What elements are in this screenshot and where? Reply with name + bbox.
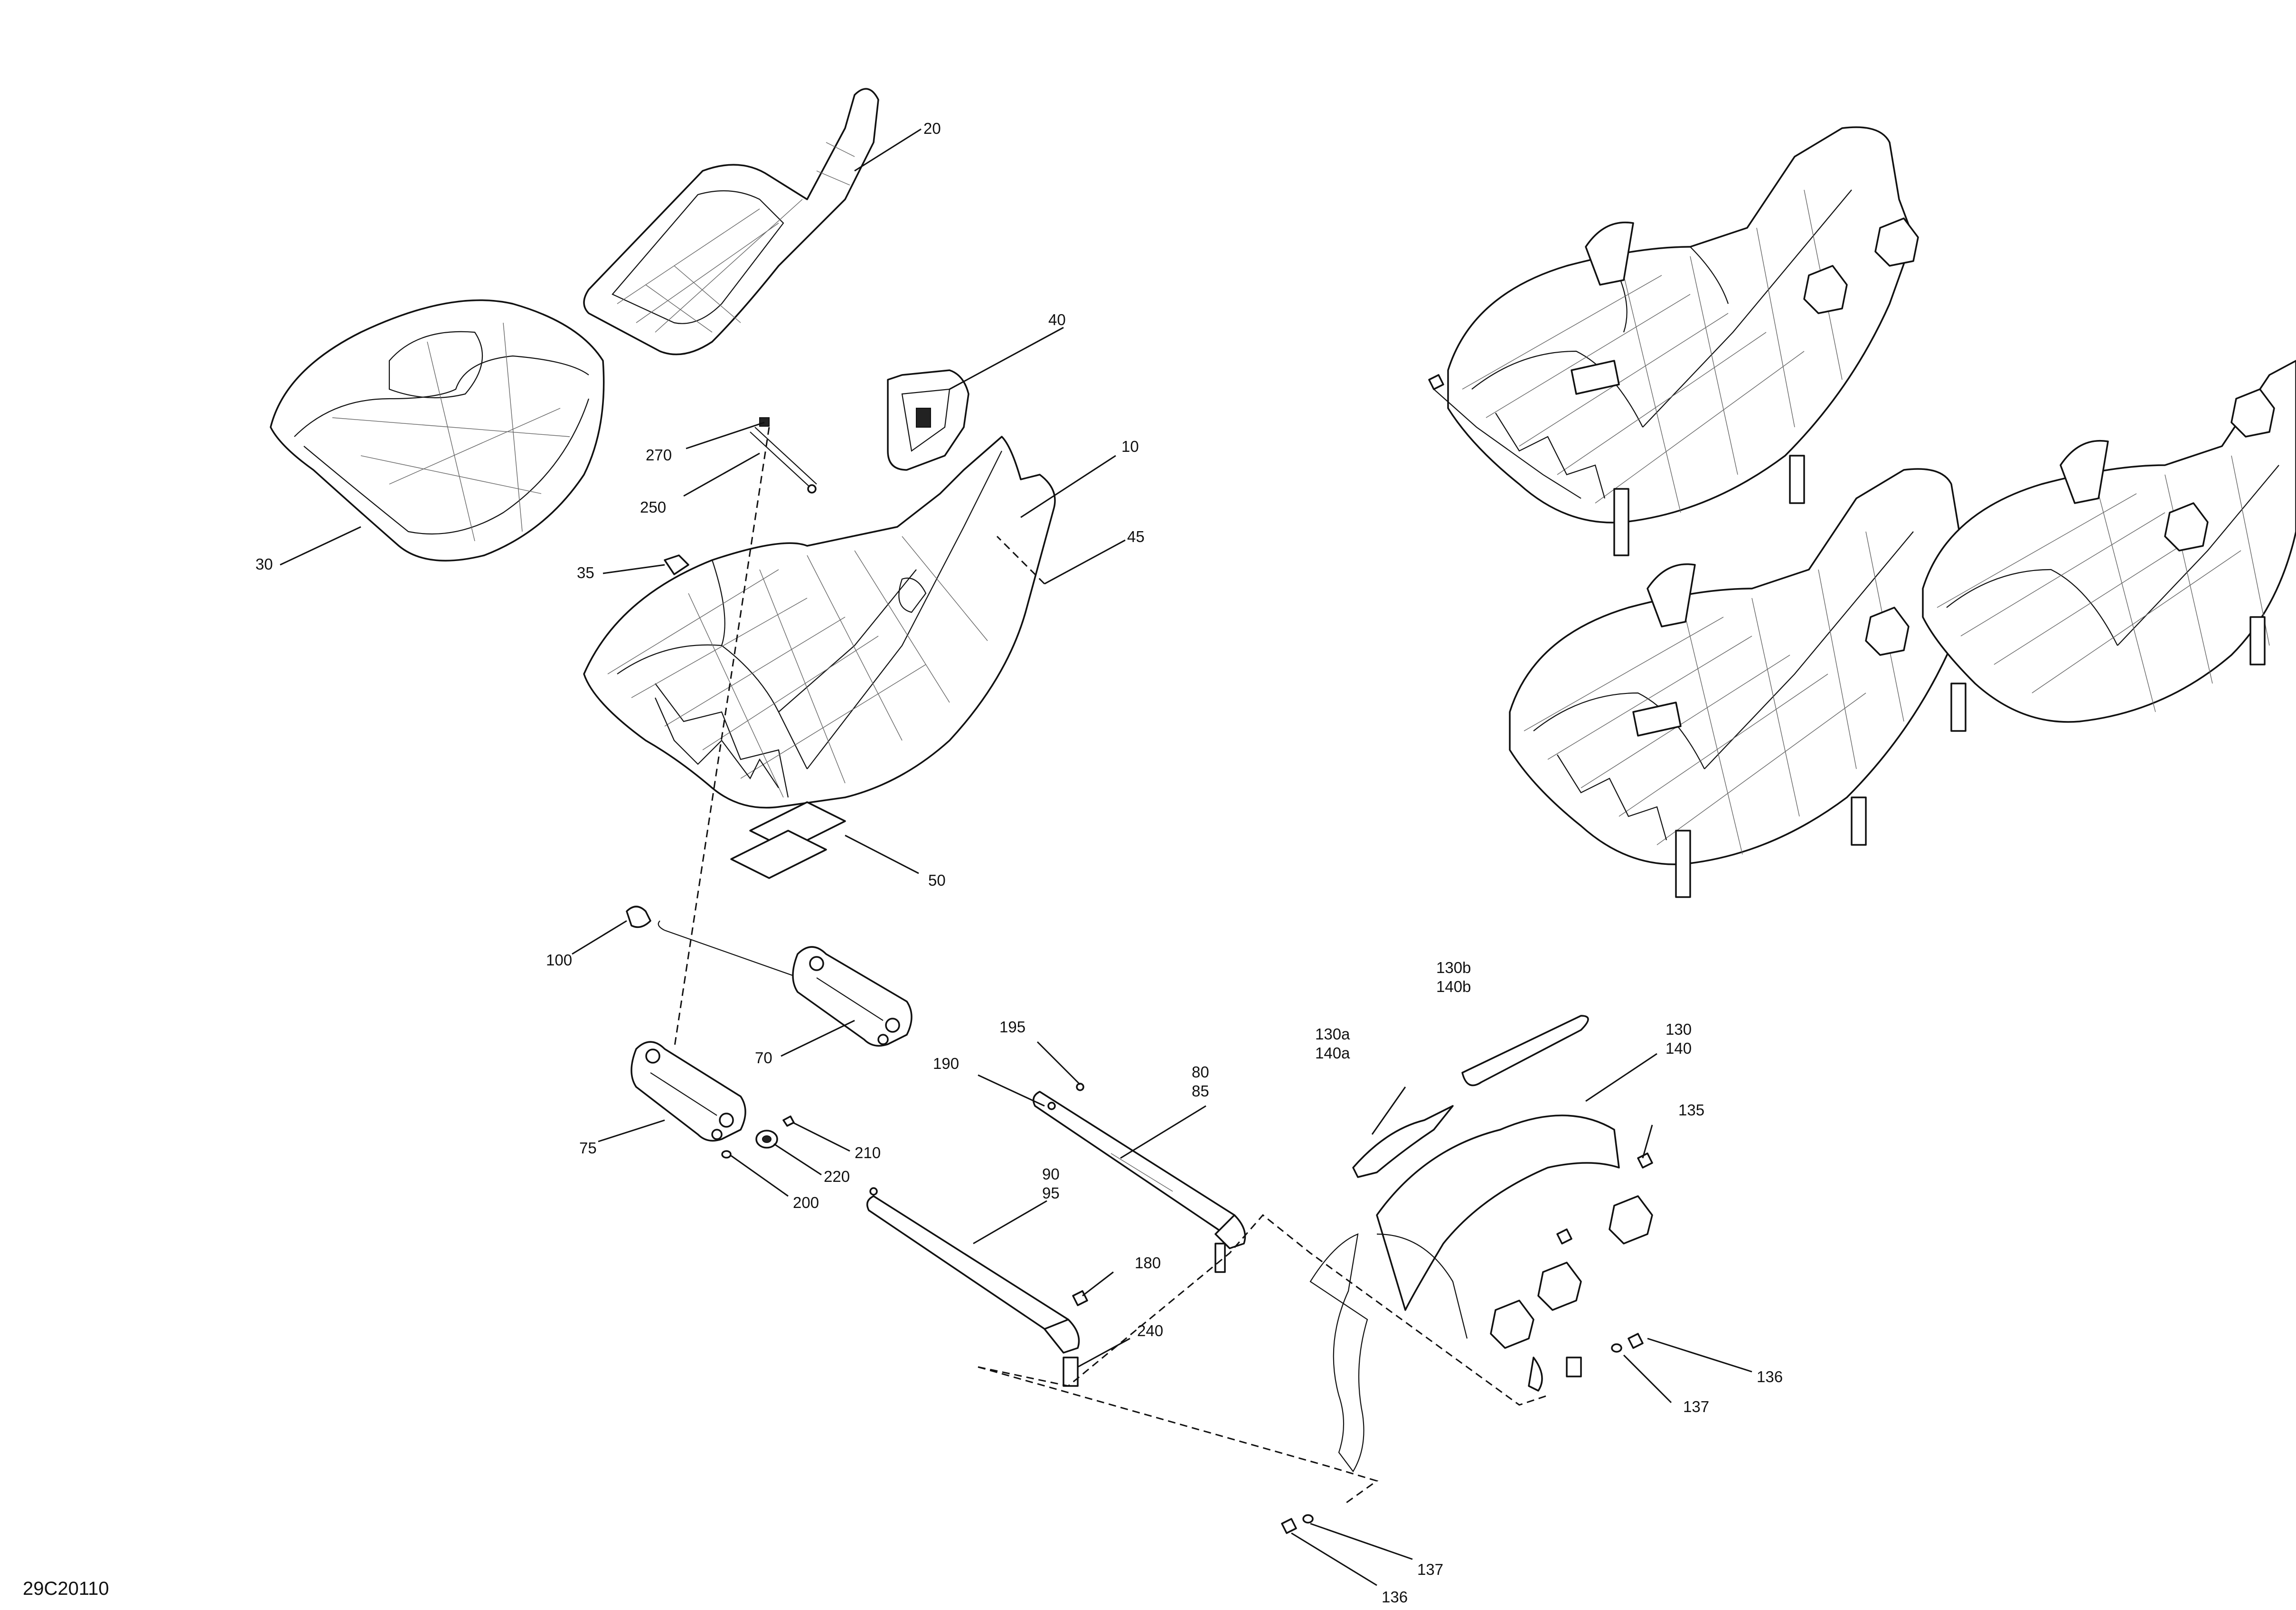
callout-140b: 140b xyxy=(1436,978,1471,995)
diagram-reference-code: 29C20110 xyxy=(23,1578,109,1599)
callout-100: 100 xyxy=(546,951,572,969)
callout-270: 270 xyxy=(646,446,672,464)
callout-195: 195 xyxy=(999,1018,1026,1036)
callout-136-upper: 136 xyxy=(1757,1368,1783,1385)
callout-80: 80 xyxy=(1192,1063,1209,1081)
callout-240: 240 xyxy=(1137,1322,1163,1339)
seat-cushion-part xyxy=(270,299,605,562)
cap-part xyxy=(626,906,651,928)
callout-137-lower: 137 xyxy=(1417,1561,1443,1578)
callout-135: 135 xyxy=(1678,1101,1704,1119)
callout-75: 75 xyxy=(579,1139,597,1157)
callout-190: 190 xyxy=(933,1055,959,1072)
callout-40: 40 xyxy=(1048,311,1066,328)
callout-35: 35 xyxy=(577,564,594,581)
sticker-labels-part xyxy=(730,801,846,879)
callout-250: 250 xyxy=(640,498,666,516)
callout-85: 85 xyxy=(1192,1082,1209,1100)
callout-140: 140 xyxy=(1666,1039,1692,1057)
assembly-dashed-lines xyxy=(673,427,1548,1506)
bracket-rod-part xyxy=(750,417,817,494)
callout-20: 20 xyxy=(923,120,941,137)
callout-95: 95 xyxy=(1042,1184,1060,1202)
callout-200: 200 xyxy=(793,1194,819,1211)
callout-30: 30 xyxy=(255,555,273,573)
slide-bracket-70-part xyxy=(792,946,913,1047)
assembled-seat-upper-part xyxy=(1428,126,1919,556)
callout-leader-lines xyxy=(280,128,1752,1586)
clip-part xyxy=(664,554,689,575)
headrest-pad-part xyxy=(887,369,969,471)
callout-220: 220 xyxy=(824,1168,850,1185)
callout-10: 10 xyxy=(1121,438,1139,455)
callout-labels: 20 30 40 10 45 270 250 35 50 100 70 75 2… xyxy=(255,120,1783,1606)
spacer-hardware-part xyxy=(721,1115,795,1159)
adjustment-bar-part xyxy=(1032,1083,1246,1273)
callout-50: 50 xyxy=(928,871,946,889)
callout-45: 45 xyxy=(1127,528,1145,545)
seat-shell-part xyxy=(583,436,1056,809)
lower-bar-part xyxy=(866,1187,1088,1387)
callout-180: 180 xyxy=(1135,1254,1161,1272)
assembled-seat-lower-part xyxy=(1509,468,1976,898)
backrest-cushion-part xyxy=(583,88,879,356)
callout-136-lower: 136 xyxy=(1382,1588,1408,1606)
callout-130: 130 xyxy=(1666,1020,1692,1038)
bolt-washer-hardware-part xyxy=(1281,1333,1644,1534)
seat-belt-assembly-part xyxy=(1309,1015,1653,1472)
callout-140a: 140a xyxy=(1315,1044,1350,1062)
callout-130a: 130a xyxy=(1315,1025,1350,1043)
slide-bracket-75-part xyxy=(630,1041,746,1142)
callout-210: 210 xyxy=(855,1144,881,1161)
assembled-seat-third-part xyxy=(1922,360,2296,732)
callout-130b: 130b xyxy=(1436,959,1471,976)
callout-70: 70 xyxy=(755,1049,772,1067)
callout-90: 90 xyxy=(1042,1165,1060,1183)
callout-137-upper: 137 xyxy=(1683,1398,1709,1415)
